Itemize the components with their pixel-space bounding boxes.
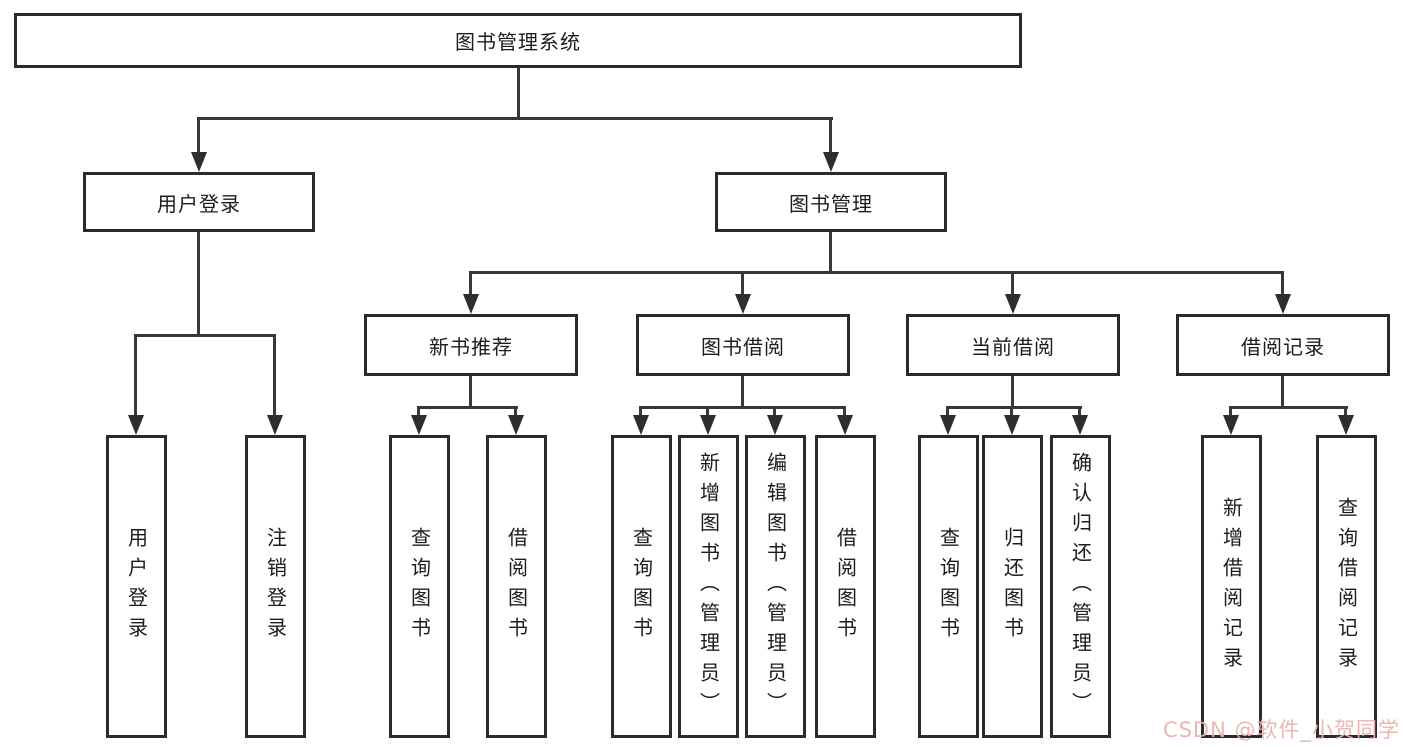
connector-line xyxy=(741,272,744,296)
node-label: 新书推荐 xyxy=(429,334,513,359)
connector-line xyxy=(197,232,200,335)
arrow-down-icon xyxy=(411,415,427,435)
connector-line xyxy=(469,272,472,296)
node-label: 查询图书 xyxy=(407,526,432,647)
node-label: 用户登录 xyxy=(157,191,241,216)
connector-line xyxy=(134,334,276,337)
connector-line xyxy=(1010,407,1013,417)
arrow-down-icon xyxy=(191,152,207,172)
connector-line xyxy=(517,68,520,118)
node-label: 图书借阅 xyxy=(701,334,785,359)
node-root-library-system: 图书管理系统 xyxy=(14,13,1022,68)
node-user-login-branch: 用户登录 xyxy=(83,172,315,232)
arrow-down-icon xyxy=(823,152,839,172)
node-label: 归还图书 xyxy=(1000,526,1025,647)
connector-line xyxy=(1229,406,1348,409)
connector-line xyxy=(706,407,709,417)
connector-line xyxy=(197,118,200,154)
connector-line xyxy=(1011,376,1014,407)
arrow-down-icon xyxy=(1005,294,1021,314)
arrow-down-icon xyxy=(837,415,853,435)
node-label: 图书管理系统 xyxy=(455,30,581,54)
connector-line xyxy=(1078,407,1081,417)
arrow-down-icon xyxy=(508,415,524,435)
connector-line xyxy=(773,407,776,417)
arrow-down-icon xyxy=(1223,415,1239,435)
arrow-down-icon xyxy=(1338,415,1354,435)
connector-line xyxy=(946,407,949,417)
node-label: 当前借阅 xyxy=(971,334,1055,359)
node-label: 新增借阅记录 xyxy=(1219,496,1244,677)
connector-line xyxy=(843,407,846,417)
connector-line xyxy=(417,407,420,417)
node-label: 新增图书（管理员） xyxy=(696,451,721,722)
connector-line xyxy=(1011,272,1014,296)
leaf-query-books-recommend: 查询图书 xyxy=(389,435,450,738)
node-book-borrow: 图书借阅 xyxy=(636,314,850,376)
connector-line xyxy=(273,335,276,417)
leaf-add-books-admin: 新增图书（管理员） xyxy=(678,435,739,738)
connector-line xyxy=(1281,272,1284,296)
arrow-down-icon xyxy=(1275,294,1291,314)
arrow-down-icon xyxy=(1072,415,1088,435)
arrow-down-icon xyxy=(128,415,144,435)
leaf-return-books: 归还图书 xyxy=(982,435,1043,738)
leaf-confirm-return-admin: 确认归还（管理员） xyxy=(1050,435,1111,738)
node-label: 借阅图书 xyxy=(833,526,858,647)
node-label: 编辑图书（管理员） xyxy=(763,451,788,722)
connector-line xyxy=(741,376,744,407)
connector-line xyxy=(946,406,1082,409)
leaf-user-login: 用户登录 xyxy=(106,435,167,738)
node-label: 查询图书 xyxy=(936,526,961,647)
leaf-borrow-books: 借阅图书 xyxy=(815,435,876,738)
leaf-query-books-current: 查询图书 xyxy=(918,435,979,738)
arrow-down-icon xyxy=(735,294,751,314)
node-current-borrow: 当前借阅 xyxy=(906,314,1120,376)
node-label: 图书管理 xyxy=(789,191,873,216)
leaf-borrow-books-recommend: 借阅图书 xyxy=(486,435,547,738)
connector-line xyxy=(1344,407,1347,417)
arrow-down-icon xyxy=(940,415,956,435)
connector-line xyxy=(197,117,833,120)
arrow-down-icon xyxy=(633,415,649,435)
connector-line xyxy=(639,406,846,409)
connector-line xyxy=(514,407,517,417)
arrow-down-icon xyxy=(1004,415,1020,435)
arrow-down-icon xyxy=(767,415,783,435)
node-label: 查询图书 xyxy=(629,526,654,647)
leaf-edit-books-admin: 编辑图书（管理员） xyxy=(745,435,806,738)
connector-line xyxy=(134,335,137,417)
connector-line xyxy=(829,232,832,272)
arrow-down-icon xyxy=(463,294,479,314)
node-label: 注销登录 xyxy=(263,526,288,647)
connector-line xyxy=(469,271,1284,274)
node-new-book-recommend: 新书推荐 xyxy=(364,314,578,376)
leaf-add-borrow-record: 新增借阅记录 xyxy=(1201,435,1262,738)
connector-line xyxy=(1229,407,1232,417)
connector-line xyxy=(1281,376,1284,407)
connector-line xyxy=(639,407,642,417)
leaf-logout: 注销登录 xyxy=(245,435,306,738)
connector-line xyxy=(417,406,518,409)
node-borrow-records: 借阅记录 xyxy=(1176,314,1390,376)
node-book-management: 图书管理 xyxy=(715,172,947,232)
node-label: 确认归还（管理员） xyxy=(1068,451,1093,722)
csdn-watermark: CSDN @软件_小贺同学 xyxy=(1162,718,1400,742)
connector-line xyxy=(469,376,472,407)
arrow-down-icon xyxy=(700,415,716,435)
leaf-query-borrow-record: 查询借阅记录 xyxy=(1316,435,1377,738)
node-label: 用户登录 xyxy=(124,526,149,647)
leaf-query-books-borrow: 查询图书 xyxy=(611,435,672,738)
arrow-down-icon xyxy=(267,415,283,435)
node-label: 借阅记录 xyxy=(1241,334,1325,359)
connector-line xyxy=(829,118,832,154)
node-label: 借阅图书 xyxy=(504,526,529,647)
node-label: 查询借阅记录 xyxy=(1334,496,1359,677)
